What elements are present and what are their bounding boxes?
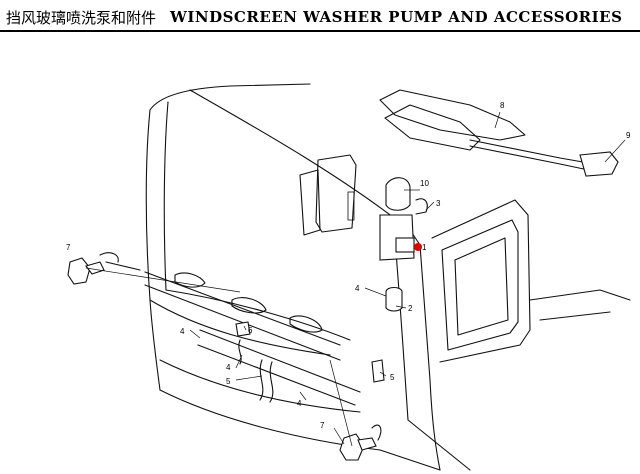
air-intake-housing bbox=[299, 154, 357, 236]
callout-4-left: 4 bbox=[180, 327, 185, 336]
highlight-marker bbox=[414, 243, 422, 251]
washer-reservoir-pump bbox=[379, 177, 428, 312]
page-title: 挡风玻璃喷洗泵和附件 WINDSCREEN WASHER PUMP AND AC… bbox=[6, 4, 622, 30]
title-english: WINDSCREEN WASHER PUMP AND ACCESSORIES bbox=[170, 8, 623, 26]
title-rule bbox=[0, 30, 640, 32]
callout-7-lower: 7 bbox=[320, 421, 325, 430]
callout-8: 8 bbox=[500, 101, 505, 110]
callout-5-right: 5 bbox=[390, 373, 395, 382]
callout-10: 10 bbox=[420, 179, 429, 188]
callout-9: 9 bbox=[626, 131, 631, 140]
title-chinese: 挡风玻璃喷洗泵和附件 bbox=[6, 8, 157, 27]
callout-3: 3 bbox=[436, 199, 441, 208]
callout-6: 6 bbox=[248, 326, 253, 335]
callout-4-center: 4 bbox=[226, 363, 231, 372]
wiper-arm-assembly bbox=[379, 89, 619, 177]
callout-1: 1 bbox=[422, 243, 427, 252]
callout-7-left: 7 bbox=[66, 243, 71, 252]
leader-lines bbox=[85, 111, 626, 447]
callout-4-reservoir: 4 bbox=[355, 284, 360, 293]
callout-4-lower: 4 bbox=[297, 399, 302, 408]
cab-body bbox=[144, 83, 631, 471]
callout-5-center: 5 bbox=[226, 377, 231, 386]
callout-2: 2 bbox=[408, 304, 413, 313]
washer-nozzles-hoses bbox=[67, 252, 385, 461]
